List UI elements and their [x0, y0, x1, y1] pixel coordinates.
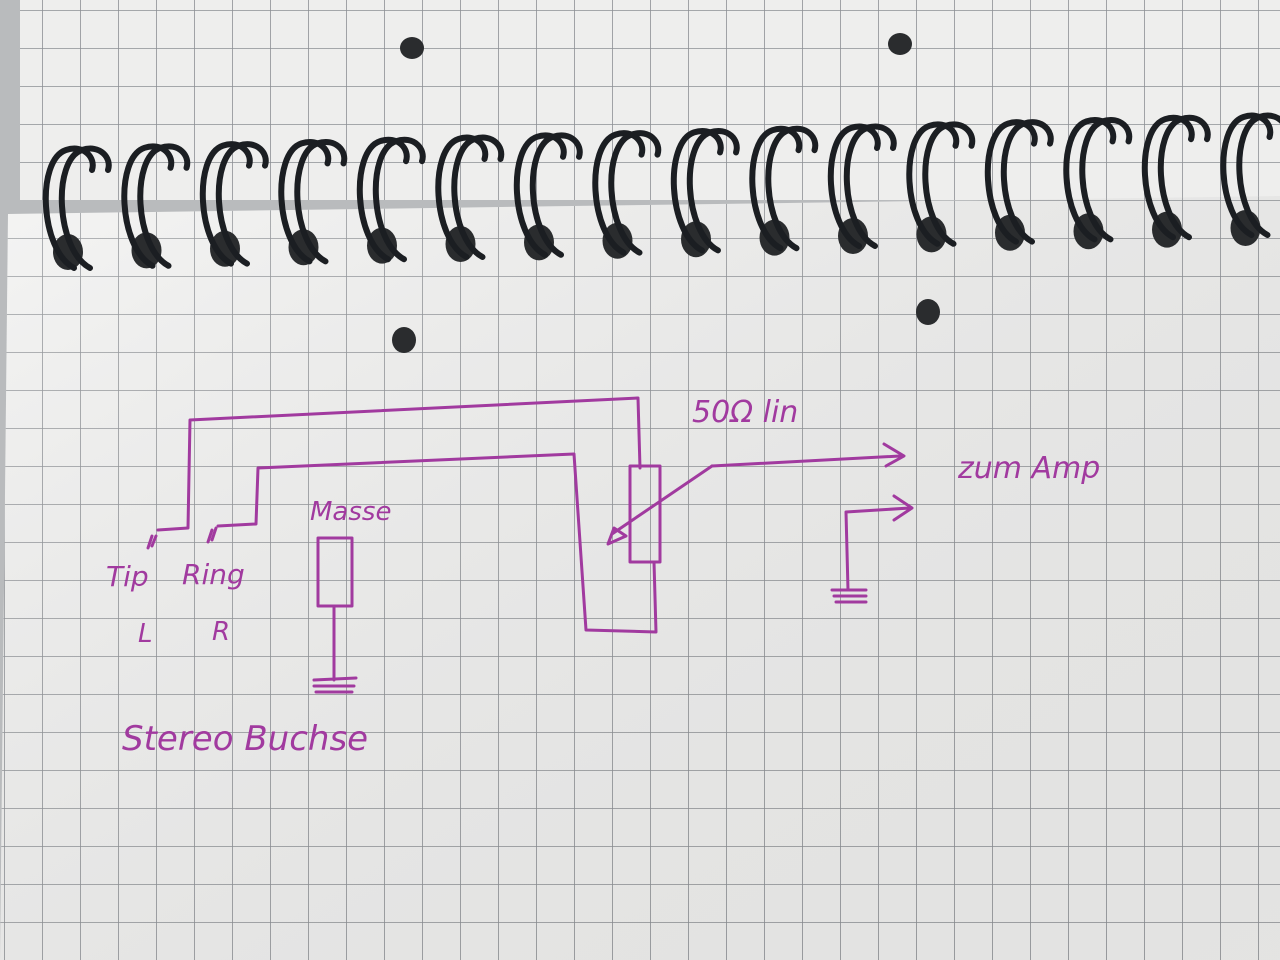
- punch-hole: [392, 327, 416, 353]
- spiral-coil: [435, 134, 489, 260]
- ring-wire: [206, 452, 658, 634]
- spiral-coil: [215, 141, 269, 267]
- pot-wiper-arrow: [606, 464, 714, 546]
- spiral-coil: [58, 145, 112, 271]
- spiral-coil: [137, 143, 191, 269]
- binding-hole: [367, 227, 397, 264]
- spiral-coil: [1236, 112, 1280, 238]
- binding-hole: [53, 234, 83, 270]
- spiral-coil: [199, 141, 253, 267]
- binding-hole: [524, 224, 554, 261]
- spiral-coil: [1063, 117, 1117, 243]
- tip-label: Tip: [106, 560, 149, 593]
- spiral-coil: [121, 143, 175, 269]
- pot-label: 50Ω lin: [692, 395, 798, 430]
- spiral-coil: [356, 136, 410, 263]
- back-page: [20, 0, 1280, 200]
- spiral-coil: [1000, 119, 1054, 245]
- binding-hole: [210, 230, 240, 267]
- spiral-coil: [1141, 114, 1195, 241]
- jack-label: Stereo Buchse: [122, 719, 368, 759]
- punch-hole: [400, 37, 424, 59]
- ground-label: Masse: [310, 497, 391, 527]
- amp-ground-line: [844, 494, 914, 592]
- spiral-coil: [765, 125, 819, 252]
- spiral-coil: [670, 128, 724, 254]
- spiral-coil: [592, 130, 646, 256]
- potentiometer: [628, 464, 662, 564]
- ground-symbol: [312, 676, 358, 694]
- spiral-coil: [608, 130, 662, 256]
- amp-label: zum Amp: [957, 451, 1100, 486]
- ring-label: Ring: [182, 558, 245, 591]
- tip-wire: [146, 396, 642, 550]
- spiral-coil: [1220, 112, 1274, 238]
- spiral-coil: [827, 123, 881, 249]
- binding-hole: [288, 229, 319, 266]
- circuit-sketch: [146, 396, 914, 694]
- spiral-coil: [278, 139, 332, 265]
- spiral-coil: [372, 136, 426, 263]
- spiral-coil: [906, 121, 960, 247]
- front-page: [0, 196, 1280, 960]
- punch-hole: [888, 33, 912, 55]
- spiral-coil: [984, 119, 1038, 245]
- spiral-coil: [451, 134, 505, 260]
- spiral-coil: [843, 123, 897, 249]
- amp-signal-line: [710, 442, 906, 468]
- spiral-coil: [686, 128, 740, 254]
- punch-hole: [916, 299, 940, 325]
- left-label: L: [138, 619, 153, 649]
- binding-hole: [445, 226, 476, 262]
- spiral-binding: [42, 112, 1280, 271]
- handwritten-labels: 50Ω lin zum Amp Masse Tip Ring L R Stere…: [106, 395, 1100, 759]
- spiral-coil: [42, 145, 96, 271]
- spiral-coil: [1079, 117, 1133, 243]
- binding-hole: [602, 222, 633, 259]
- right-label: R: [212, 617, 230, 647]
- spiral-coil: [1157, 114, 1211, 241]
- spiral-coil: [294, 139, 348, 265]
- spiral-coil: [922, 121, 976, 247]
- spiral-coil: [513, 132, 567, 258]
- binding-hole: [131, 232, 162, 269]
- ground-symbol: [830, 588, 868, 604]
- spiral-coil: [749, 125, 803, 252]
- spiral-coil: [529, 132, 583, 258]
